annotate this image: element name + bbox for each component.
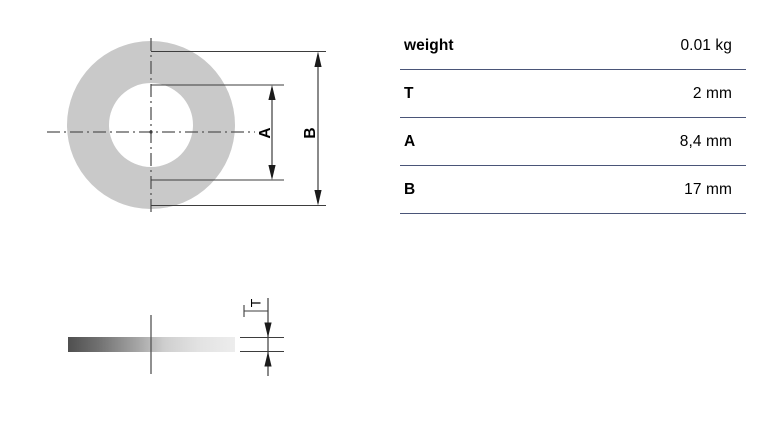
dimension-b-arrow-bottom-icon bbox=[314, 190, 322, 206]
dimension-t-arrow-bottom-icon bbox=[264, 351, 272, 367]
dimension-t-group: T bbox=[243, 298, 272, 376]
dimension-b-group: B bbox=[302, 51, 322, 206]
table-row: weight 0.01 kg bbox=[400, 22, 746, 70]
technical-drawing-panel: A B T bbox=[47, 38, 326, 376]
spec-label: T bbox=[404, 84, 414, 102]
dimension-a-arrow-top-icon bbox=[268, 85, 276, 100]
spec-label: A bbox=[404, 132, 416, 150]
table-row: A 8,4 mm bbox=[400, 118, 746, 166]
dimension-a-arrow-bottom-icon bbox=[268, 165, 276, 180]
dimension-a-label: A bbox=[257, 127, 274, 138]
washer-technical-drawing: A B T bbox=[47, 38, 326, 376]
specification-table: weight 0.01 kg T 2 mm A 8,4 mm B 17 mm bbox=[400, 22, 746, 214]
dimension-b-arrow-top-icon bbox=[314, 51, 322, 67]
washer-ring-shape bbox=[67, 41, 235, 209]
spec-value: 8,4 mm bbox=[679, 132, 732, 150]
spec-label: weight bbox=[404, 36, 454, 54]
table-row: B 17 mm bbox=[400, 166, 746, 214]
dimension-b-label: B bbox=[302, 127, 319, 138]
table-row: T 2 mm bbox=[400, 70, 746, 118]
spec-value: 0.01 kg bbox=[680, 36, 732, 54]
spec-value: 17 mm bbox=[684, 180, 732, 198]
dimension-t-label: T bbox=[248, 298, 264, 307]
spec-value: 2 mm bbox=[692, 84, 732, 102]
center-point-marker bbox=[149, 130, 153, 134]
spec-label: B bbox=[404, 180, 416, 198]
dimension-a-group: A bbox=[257, 85, 276, 180]
dimension-t-arrow-top-icon bbox=[264, 322, 272, 338]
